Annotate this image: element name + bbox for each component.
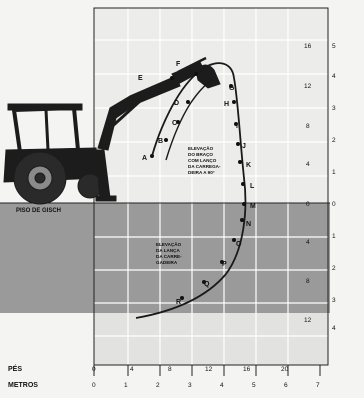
bottom-feet-tick: 12 bbox=[205, 366, 213, 373]
bottom-meter-tick: 7 bbox=[316, 382, 320, 389]
right-meter-tick: 1 bbox=[332, 233, 336, 240]
bottom-feet-label: PÉS bbox=[8, 364, 22, 373]
annotation-lower-line: DA LANÇA bbox=[156, 248, 180, 253]
point-label-f: F bbox=[176, 61, 181, 68]
point-label-a: A bbox=[142, 155, 147, 162]
annotation-upper-line: DEIRA A 90° bbox=[188, 170, 215, 175]
point-label-k: K bbox=[246, 162, 251, 169]
curve-points bbox=[150, 72, 246, 300]
annotation-lower-line: ELEVAÇÃO bbox=[156, 241, 182, 247]
annotation-upper: ELEVAÇÃO DO BRAÇO COM LANÇO DA CARREGA- … bbox=[188, 145, 221, 175]
right-meter-tick: 2 bbox=[332, 137, 336, 144]
point-label-c: C bbox=[172, 120, 177, 127]
right-meter-tick: 4 bbox=[332, 73, 336, 80]
bottom-feet-tick: 4 bbox=[130, 366, 134, 373]
annotation-upper-line: DO BRAÇO bbox=[188, 152, 213, 157]
bottom-meter-ticks: 0 1 2 3 4 5 6 7 bbox=[92, 382, 320, 389]
right-feet-tick: 4 bbox=[306, 161, 310, 168]
ground-band bbox=[0, 203, 330, 313]
right-meter-tick: 0 bbox=[332, 201, 336, 208]
point-label-l: L bbox=[250, 183, 255, 190]
bottom-feet-tick: 16 bbox=[243, 366, 251, 373]
ground-band-lower bbox=[94, 313, 328, 365]
right-feet-tick: 16 bbox=[304, 43, 312, 50]
outer-reach-envelope bbox=[135, 62, 247, 319]
right-meter-tick: 2 bbox=[332, 265, 336, 272]
point-label-e: E bbox=[138, 75, 143, 82]
bottom-axis-tickmarks bbox=[93, 365, 321, 376]
point-label-i: I bbox=[236, 123, 238, 130]
right-meter-tick: 5 bbox=[332, 43, 336, 50]
annotation-lower: ELEVAÇÃO DA LANÇA DA CARRE- GADEIRA bbox=[156, 241, 182, 265]
right-feet-tick: 12 bbox=[304, 83, 312, 90]
point-label-d: D bbox=[174, 100, 179, 107]
backhoe-machine bbox=[3, 56, 221, 205]
right-scale-meters: 5 4 3 2 1 0 1 2 3 4 bbox=[332, 43, 336, 332]
bottom-meter-tick: 3 bbox=[188, 382, 192, 389]
bottom-meter-tick: 0 bbox=[92, 382, 96, 389]
annotation-upper-line: COM LANÇO bbox=[188, 158, 217, 163]
bottom-feet-tick: 8 bbox=[168, 366, 172, 373]
point-label-o: O bbox=[236, 241, 242, 248]
right-feet-tick: 8 bbox=[306, 278, 310, 285]
point-label-h: H bbox=[224, 101, 229, 108]
annotation-lower-line: GADEIRA bbox=[156, 260, 178, 265]
ground-label: PISO DE GISCH bbox=[16, 208, 61, 214]
right-meter-tick: 4 bbox=[332, 325, 336, 332]
point-label-q: Q bbox=[204, 281, 210, 288]
bottom-feet-ticks: 0 4 8 12 16 20 bbox=[92, 366, 289, 373]
point-label-r: R bbox=[176, 299, 181, 306]
bottom-meter-tick: 1 bbox=[124, 382, 128, 389]
right-feet-tick: 8 bbox=[306, 123, 310, 130]
point-label-b: B bbox=[158, 138, 163, 145]
right-meter-tick: 3 bbox=[332, 297, 336, 304]
point-label-n: N bbox=[246, 221, 251, 228]
point-label-g: G bbox=[229, 85, 235, 92]
point-label-j: J bbox=[242, 143, 246, 150]
bottom-meter-tick: 2 bbox=[156, 382, 160, 389]
annotation-upper-line: DA CARREGA- bbox=[188, 164, 221, 169]
bottom-meter-tick: 6 bbox=[284, 382, 288, 389]
right-feet-tick: 4 bbox=[306, 239, 310, 246]
bottom-meters-label: METROS bbox=[8, 382, 38, 389]
bottom-meter-tick: 4 bbox=[220, 382, 224, 389]
bottom-feet-tick: 20 bbox=[281, 366, 289, 373]
right-scale-feet: 16 12 8 4 0 4 8 12 bbox=[304, 43, 312, 324]
point-letters: A B C D E F G H I J K L M N O P Q R bbox=[138, 61, 256, 306]
point-label-p: P bbox=[222, 261, 227, 268]
bottom-meter-tick: 5 bbox=[252, 382, 256, 389]
annotation-lower-line: DA CARRE- bbox=[156, 254, 182, 259]
point-label-m: M bbox=[250, 203, 256, 210]
right-meter-tick: 3 bbox=[332, 105, 336, 112]
inner-arc bbox=[165, 79, 213, 161]
right-feet-tick: 12 bbox=[304, 317, 312, 324]
right-feet-tick: 0 bbox=[306, 201, 310, 208]
annotation-upper-line: ELEVAÇÃO bbox=[188, 145, 214, 151]
right-meter-tick: 1 bbox=[332, 169, 336, 176]
